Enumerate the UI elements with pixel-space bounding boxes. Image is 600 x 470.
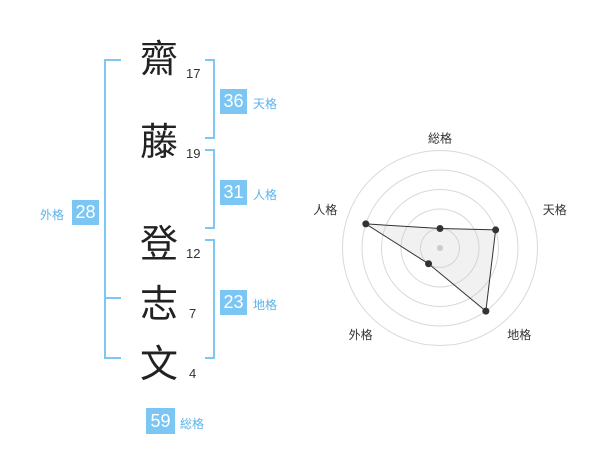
name-char-3: 登 [140,222,179,266]
radar-axis-label-1: 総格 [428,131,452,146]
radar-ring [342,150,538,346]
radar-series-area [365,223,497,313]
radar-center [437,245,443,251]
jinkaku-bracket [205,149,215,229]
name-char-4: 志 [140,282,179,326]
soukaku-value: 59 [146,408,175,434]
radar-point-4 [425,260,433,268]
soukaku-label: 総格 [180,417,205,431]
gaikaku-value: 28 [72,200,99,225]
radar-point-3 [482,307,490,315]
radar-axis-label-4: 外格 [349,327,373,342]
stroke-count-1: 17 [186,66,201,81]
gaikaku-label: 外格 [40,208,65,222]
tenkaku-label: 天格 [253,97,278,111]
stroke-count-4: 7 [189,306,197,321]
chikaku-value: 23 [220,290,247,315]
radar-ring [400,208,480,288]
radar-point-5 [362,220,370,228]
name-char-2: 藤 [140,120,179,164]
radar-ring [381,189,499,307]
stroke-count-3: 12 [186,246,201,261]
radar-axis-label-3: 地格 [507,327,531,342]
stroke-count-2: 19 [186,146,201,161]
chikaku-label: 地格 [253,298,278,312]
radar-axis-label-5: 人格 [313,202,337,217]
name-char-1: 齋 [140,37,179,81]
gaikaku-bracket [104,59,121,359]
jinkaku-value: 31 [220,180,247,205]
radar-point-1 [436,225,444,232]
jinkaku-label: 人格 [253,188,278,202]
stroke-count-5: 4 [189,366,197,381]
tenkaku-bracket [205,59,215,139]
radar-axis-label-2: 天格 [543,202,567,217]
radar-point-2 [492,226,500,234]
chikaku-bracket [205,239,215,359]
radar-ring [361,169,519,327]
tenkaku-value: 36 [220,89,247,114]
name-char-5: 文 [140,342,179,386]
